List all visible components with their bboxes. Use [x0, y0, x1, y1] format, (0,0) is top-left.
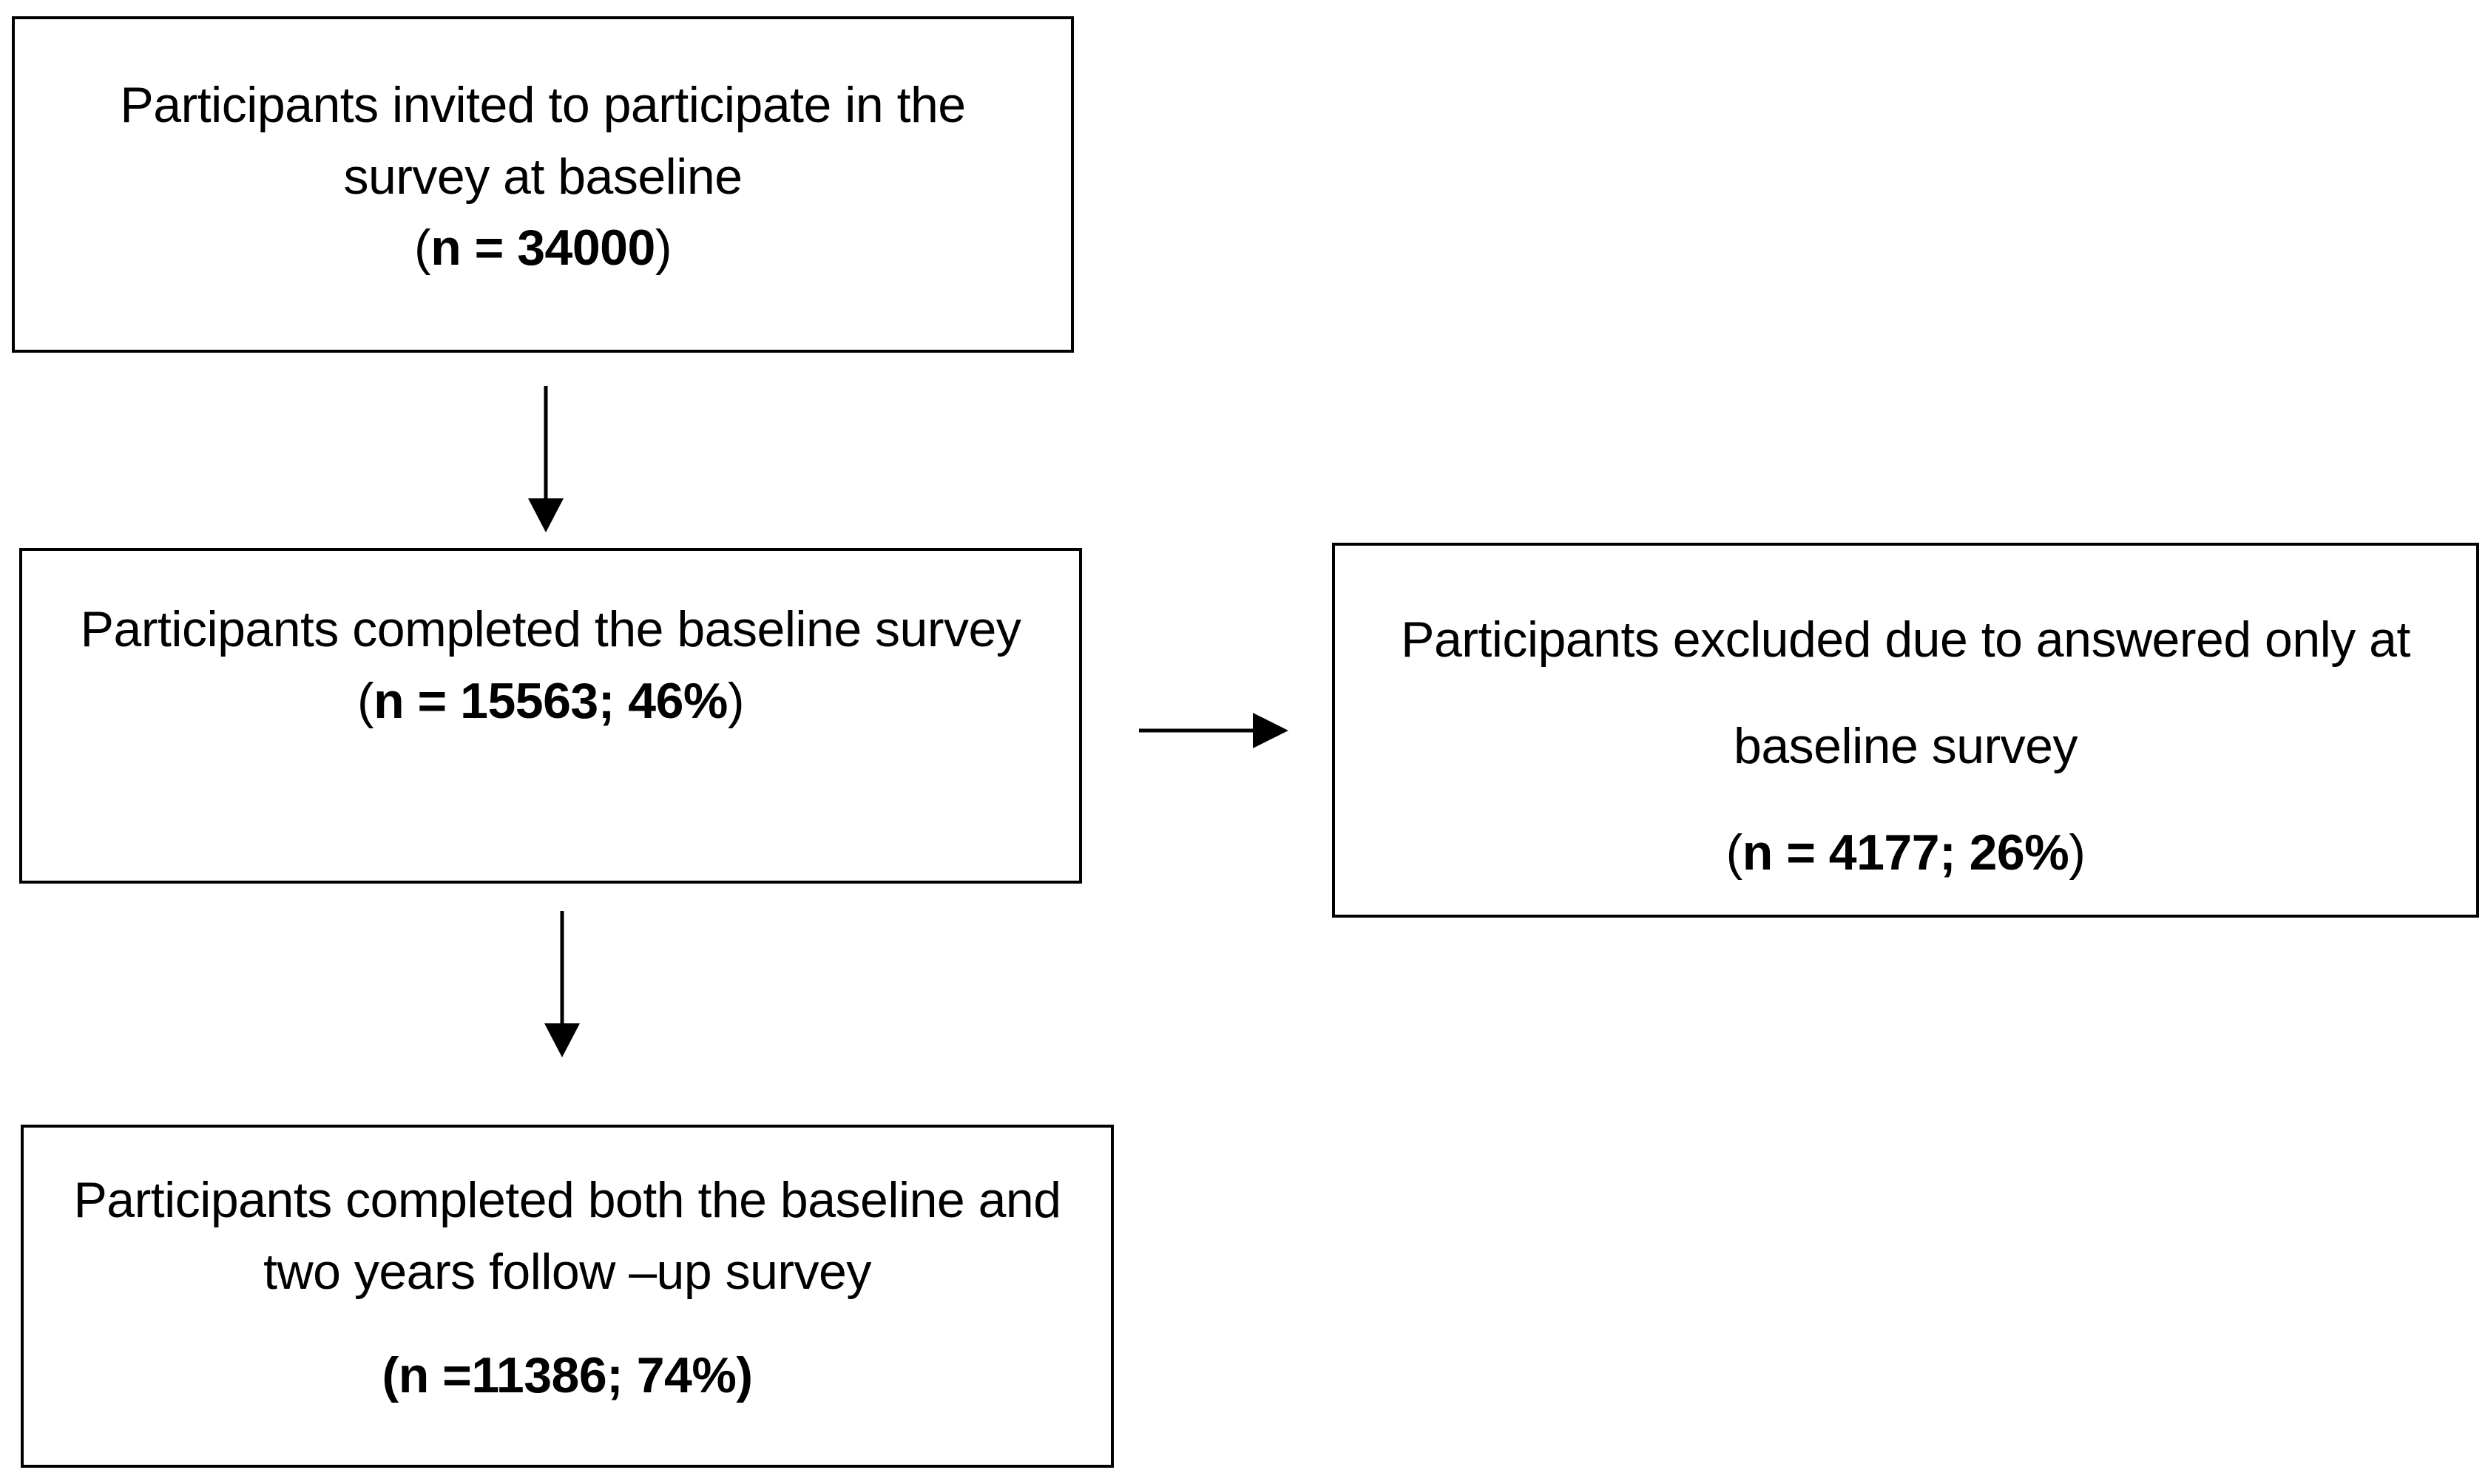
completed-both-count-line: (n =11386; 74%): [382, 1347, 753, 1404]
excluded-count: n = 4177; 26%: [1742, 824, 2069, 881]
completed-baseline-box: Participants completed the baseline surv…: [19, 548, 1082, 884]
excluded-line-2: baseline survey: [1734, 718, 2078, 775]
completed-baseline-count: n = 15563; 46%: [373, 672, 728, 729]
invited-count: n = 34000: [430, 220, 655, 277]
completed-both-count: n =11386; 74%: [398, 1347, 737, 1404]
excluded-participants-box: Participants excluded due to answered on…: [1332, 543, 2479, 918]
completed-both-line-1: Participants completed both the baseline…: [73, 1172, 1061, 1228]
completed-both-line-2: two years follow –up survey: [263, 1243, 871, 1300]
arrow-invited-to-completed: [528, 386, 564, 532]
completed-both-box: Participants completed both the baseline…: [21, 1125, 1114, 1468]
arrow-completed-to-both: [544, 911, 580, 1057]
invited-line-1: Participants invited to participate in t…: [120, 77, 966, 133]
invited-count-line: (n = 34000): [414, 220, 672, 277]
invited-line-2: survey at baseline: [343, 148, 743, 205]
arrow-completed-to-excluded: [1139, 713, 1288, 748]
completed-baseline-count-line: (n = 15563; 46%): [356, 672, 745, 729]
excluded-count-line: (n = 4177; 26%): [1725, 824, 2086, 881]
excluded-line-1: Participants excluded due to answered on…: [1401, 611, 2410, 668]
invited-participants-box: Participants invited to participate in t…: [12, 16, 1074, 353]
completed-baseline-line-1: Participants completed the baseline surv…: [80, 601, 1021, 657]
